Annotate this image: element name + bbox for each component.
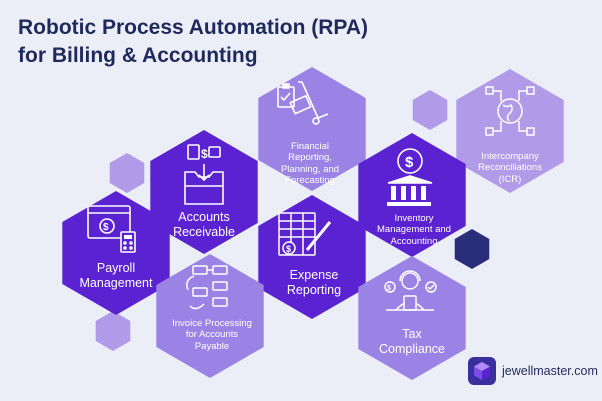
spreadsheet-pen-icon: $	[278, 212, 332, 256]
label-invoice: Invoice Processing for Accounts Payable	[172, 317, 252, 352]
label-inventory: Inventory Management and Accounting	[377, 212, 451, 247]
label-intercompany: Intercompany Reconciliations (ICR)	[478, 150, 542, 185]
process-flow-icon	[186, 265, 228, 310]
hex-invoice	[156, 254, 264, 378]
clipboard-hand-truck-icon	[277, 81, 329, 125]
small-hex-decor-3	[454, 229, 490, 269]
label-accounts-receivable: Accounts Receivable	[173, 210, 235, 239]
globe-network-icon	[485, 86, 535, 136]
accountant-icon: $	[384, 270, 437, 311]
svg-text:$: $	[201, 147, 208, 161]
title-line-1: Robotic Process Automation (RPA)	[18, 16, 369, 39]
svg-text:$: $	[103, 222, 109, 233]
small-hex-decor-4	[95, 311, 131, 351]
browser-calculator-icon: $	[87, 205, 136, 253]
svg-text:$: $	[405, 154, 414, 171]
hex-tax	[358, 256, 466, 380]
svg-text:$: $	[387, 285, 391, 292]
title-line-2: for Billing & Accounting	[18, 44, 258, 67]
small-hex-decor-2	[109, 153, 145, 193]
brand-name[interactable]: jewellmaster.com	[502, 364, 598, 378]
label-payroll: Payroll Management	[79, 261, 153, 290]
small-hex-decor-1	[412, 90, 448, 130]
cube-logo-icon	[468, 357, 496, 385]
label-financial-reporting: Financial Reporting, Planning, and Forec…	[280, 141, 340, 187]
svg-text:$: $	[286, 244, 291, 254]
label-tax: Tax Compliance	[378, 327, 445, 356]
bank-dollar-icon: $	[387, 148, 433, 206]
brand: jewellmaster.com	[468, 357, 598, 385]
page-title: Robotic Process Automation (RPA) for Bil…	[18, 14, 368, 70]
money-box-icon: $	[184, 144, 224, 205]
label-expense: Expense Reporting	[286, 268, 342, 297]
